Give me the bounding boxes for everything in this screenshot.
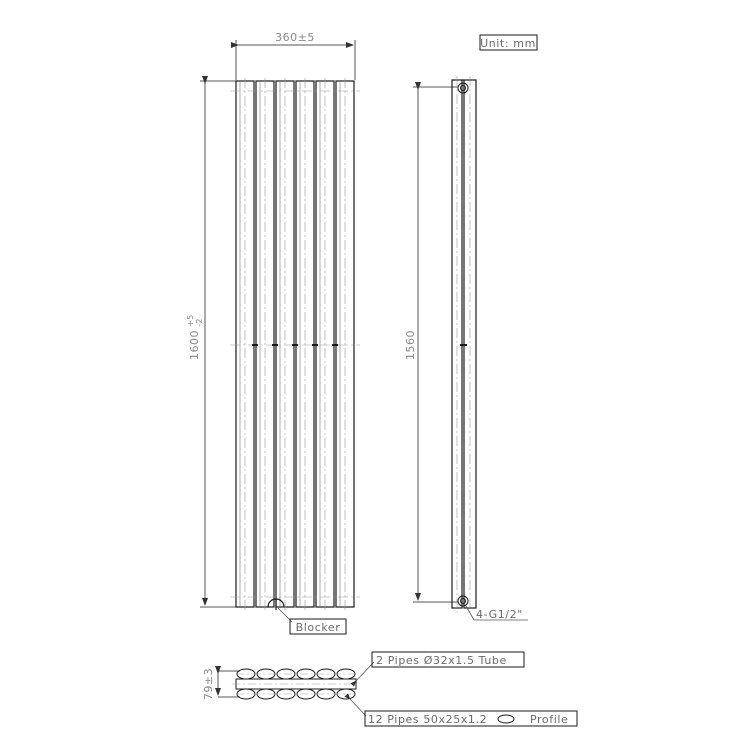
tube-callout-box bbox=[371, 651, 525, 668]
width-dim-label: 360±5 bbox=[275, 31, 315, 44]
plan-view: 79±3 2 Pipes Ø32x1.5 Tube 12 Pipes 50x25… bbox=[202, 651, 578, 727]
profile-callout-box bbox=[364, 710, 578, 727]
side-height-dimension bbox=[413, 82, 458, 603]
top-connection bbox=[457, 82, 469, 94]
profile-callout-suffix: Profile bbox=[530, 713, 568, 726]
profile-callout-prefix: 12 Pipes 50x25x1.2 bbox=[368, 713, 487, 726]
height-dimension bbox=[200, 76, 236, 608]
svg-text:+5: +5 bbox=[186, 314, 195, 327]
width-dimension bbox=[231, 40, 356, 80]
svg-text:-2: -2 bbox=[195, 318, 204, 327]
tube-inner-lines bbox=[239, 81, 341, 607]
tube-center-lines bbox=[230, 78, 360, 610]
side-center-lines bbox=[456, 76, 471, 612]
svg-text:1600: 1600 bbox=[188, 330, 201, 360]
depth-dimension bbox=[215, 666, 240, 698]
side-height-label: 1560 bbox=[404, 330, 417, 360]
side-view: 1560 4-G1/2" bbox=[404, 76, 528, 621]
tube-callout: 2 Pipes Ø32x1.5 Tube bbox=[376, 654, 507, 667]
bottom-connection bbox=[457, 595, 528, 621]
unit-label: Unit: mm bbox=[480, 37, 536, 50]
blocker-label: Blocker bbox=[296, 621, 341, 634]
unit-box bbox=[479, 34, 538, 51]
plan-center-lines bbox=[232, 673, 360, 695]
profile-leader bbox=[344, 693, 367, 717]
height-dim-label: 1600 +5 -2 bbox=[186, 314, 204, 360]
connection-label: 4-G1/2" bbox=[476, 608, 523, 621]
tube-leader bbox=[350, 661, 375, 687]
blocker-callout-box bbox=[289, 618, 347, 635]
oval-profile-icon bbox=[497, 714, 515, 724]
depth-label: 79±3 bbox=[202, 668, 215, 700]
front-view: 360±5 1600 +5 -2 bbox=[186, 31, 360, 635]
